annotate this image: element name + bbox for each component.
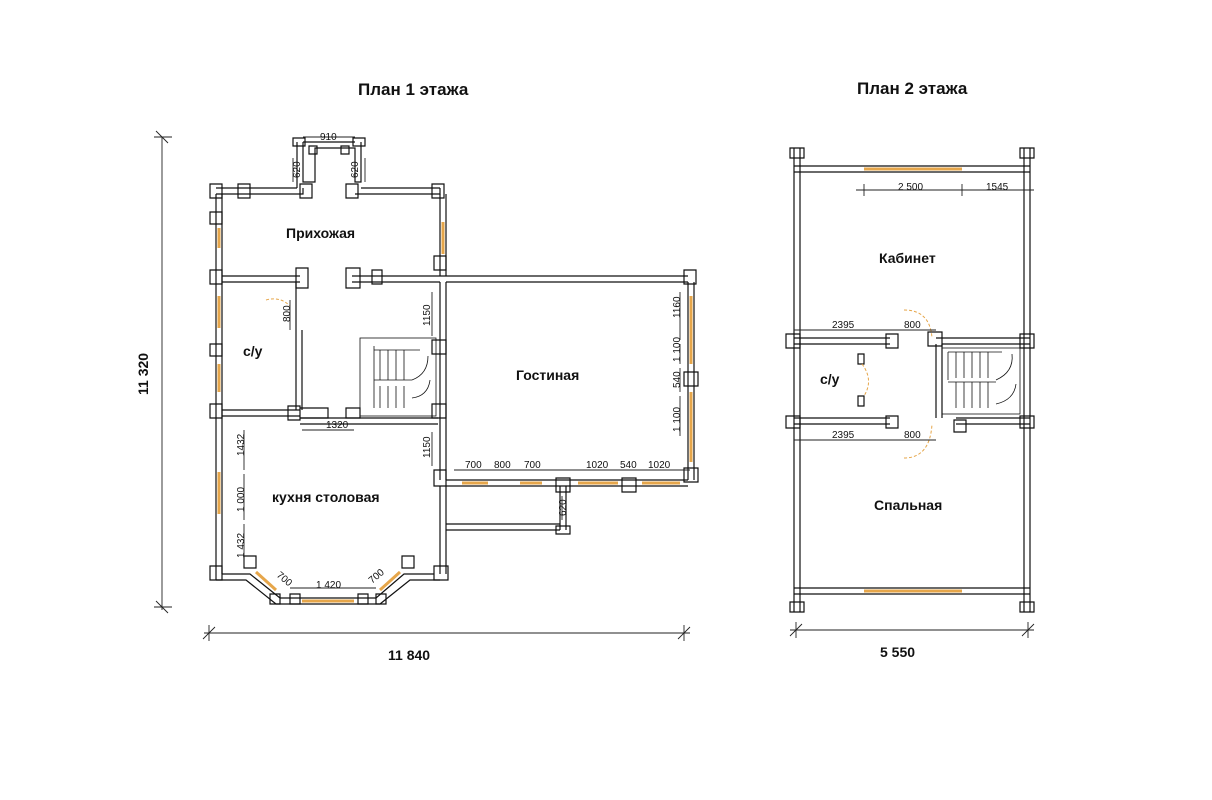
dim-bottom-stub: 620 <box>558 499 569 516</box>
floor1-stairs <box>359 337 437 417</box>
dim-bay-left: 620 <box>292 161 303 178</box>
dim-b6: 1020 <box>648 460 671 471</box>
dim-living-r2: 1 100 <box>672 337 683 362</box>
dim-top-right: 1545 <box>986 182 1009 193</box>
floor1-dimension-texts: 910 620 620 800 1150 1320 1432 1 000 1 4… <box>236 132 683 591</box>
floor1-width-dimension: 11 840 <box>202 625 691 663</box>
room-hall: Прихожая <box>286 225 355 241</box>
dim-b3: 700 <box>524 460 541 471</box>
dim-bay-right: 620 <box>350 161 361 178</box>
floor1-plan: 11 320 11 840 <box>135 130 699 663</box>
floor2-room-labels: Кабинет с/у Спальная <box>820 250 942 513</box>
floor2-dimension-lines <box>794 184 1034 441</box>
dim-mid-door: 800 <box>904 320 921 331</box>
floor2-walls <box>785 147 1035 613</box>
floor1-height-label: 11 320 <box>135 353 151 395</box>
dim-kitchen-3: 1 432 <box>236 533 247 558</box>
dim-bay-c: 700 <box>367 567 387 586</box>
dim-living-r3: 540 <box>672 371 683 388</box>
floor1-title: План 1 этажа <box>358 80 469 99</box>
floor1-height-dimension: 11 320 <box>135 130 172 614</box>
room-study: Кабинет <box>879 250 936 266</box>
dim-living-r4: 1 100 <box>672 407 683 432</box>
dim-top-bay: 910 <box>320 132 337 143</box>
room-living: Гостиная <box>516 367 579 383</box>
floor1-windows <box>217 222 693 603</box>
floor2-width-dimension: 5 550 <box>789 622 1035 660</box>
dim-b5: 540 <box>620 460 637 471</box>
floor1-width-label: 11 840 <box>388 647 430 663</box>
dim-kitchen-1: 1432 <box>236 433 247 456</box>
floor2-title: План 2 этажа <box>857 79 968 98</box>
dim-low-left: 2395 <box>832 430 855 441</box>
room-kitchen: кухня столовая <box>272 489 380 505</box>
floor2-doors <box>861 309 933 459</box>
dim-wc-door: 800 <box>282 305 293 322</box>
floor1-wc-door <box>265 298 291 307</box>
floor2-plan: 5 550 <box>785 147 1035 660</box>
floor2-windows <box>864 167 962 593</box>
dim-living-r1: 1160 <box>672 296 683 318</box>
dim-hall-drop: 1150 <box>422 304 433 326</box>
room-wc-1: с/у <box>243 343 263 359</box>
floor1-dimension-lines <box>243 136 690 589</box>
dim-top-window: 2 500 <box>898 182 923 193</box>
dim-living-left: 1150 <box>422 436 433 458</box>
dim-mid-left: 2395 <box>832 320 855 331</box>
floor2-dimension-texts: 2 500 1545 2395 800 2395 800 <box>832 182 1009 441</box>
floor2-width-label: 5 550 <box>880 644 915 660</box>
dim-low-door: 800 <box>904 430 921 441</box>
dim-bay-b: 1 420 <box>316 580 341 591</box>
dim-b4: 1020 <box>586 460 609 471</box>
dim-kitchen-2: 1 000 <box>236 487 247 512</box>
dim-corridor: 1320 <box>326 420 349 431</box>
room-wc-2: с/у <box>820 371 840 387</box>
dim-b1: 700 <box>465 460 482 471</box>
room-bedroom: Спальная <box>874 497 942 513</box>
floor1-walls <box>209 137 699 605</box>
dim-bay-a: 700 <box>274 570 294 589</box>
floor1-room-labels: Прихожая с/у Гостиная кухня столовая <box>243 225 579 505</box>
dim-b2: 800 <box>494 460 511 471</box>
